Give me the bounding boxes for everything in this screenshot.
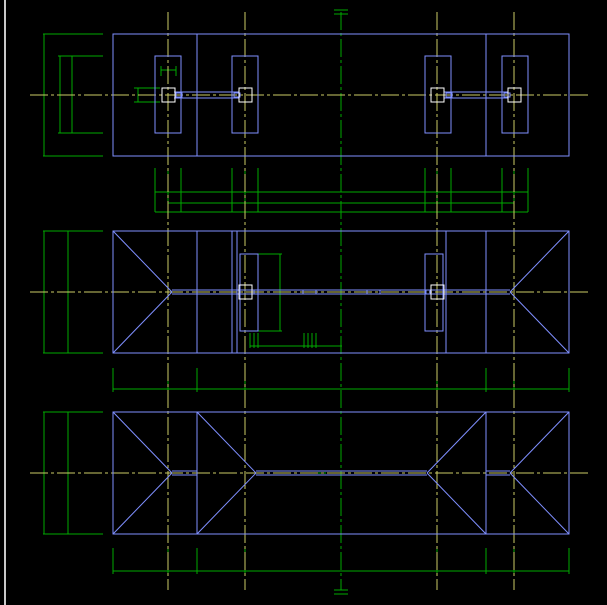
beam-joint [366, 289, 381, 295]
dimension-layer [43, 33, 570, 574]
bottom-outline [112, 411, 570, 535]
column-post [161, 87, 176, 103]
column-post [238, 87, 253, 103]
slope-line [509, 411, 570, 474]
column-post [430, 87, 445, 103]
slope-line [196, 411, 257, 474]
column-post [430, 284, 445, 300]
column-pad [231, 55, 259, 134]
slope-line [112, 291, 173, 354]
column-post [507, 87, 522, 103]
slope-line [509, 291, 570, 354]
slope-line [112, 230, 173, 293]
column-post [238, 284, 253, 300]
beam-joint [233, 92, 241, 98]
outline-layer [112, 33, 570, 535]
column-pad [424, 253, 444, 332]
slope-line [509, 230, 570, 293]
centerline-layer [30, 9, 590, 595]
slope-line [112, 411, 173, 474]
slope-line [426, 411, 487, 474]
slope-line [509, 472, 570, 535]
plan-outline [112, 33, 570, 157]
window-left-border [4, 0, 6, 605]
beam-joint [253, 289, 259, 295]
column-pad [501, 55, 529, 134]
column-pad [424, 55, 452, 134]
beam-joint [302, 289, 317, 295]
middle-outline [112, 230, 570, 354]
beam-joint [425, 289, 431, 295]
slope-line [426, 472, 487, 535]
slope-line [112, 472, 173, 535]
slope-line [196, 472, 257, 535]
beam-joint [175, 92, 183, 98]
beam-joint [503, 92, 511, 98]
detail-layer [161, 87, 522, 300]
column-pad [154, 55, 182, 134]
beam-joint [445, 92, 453, 98]
